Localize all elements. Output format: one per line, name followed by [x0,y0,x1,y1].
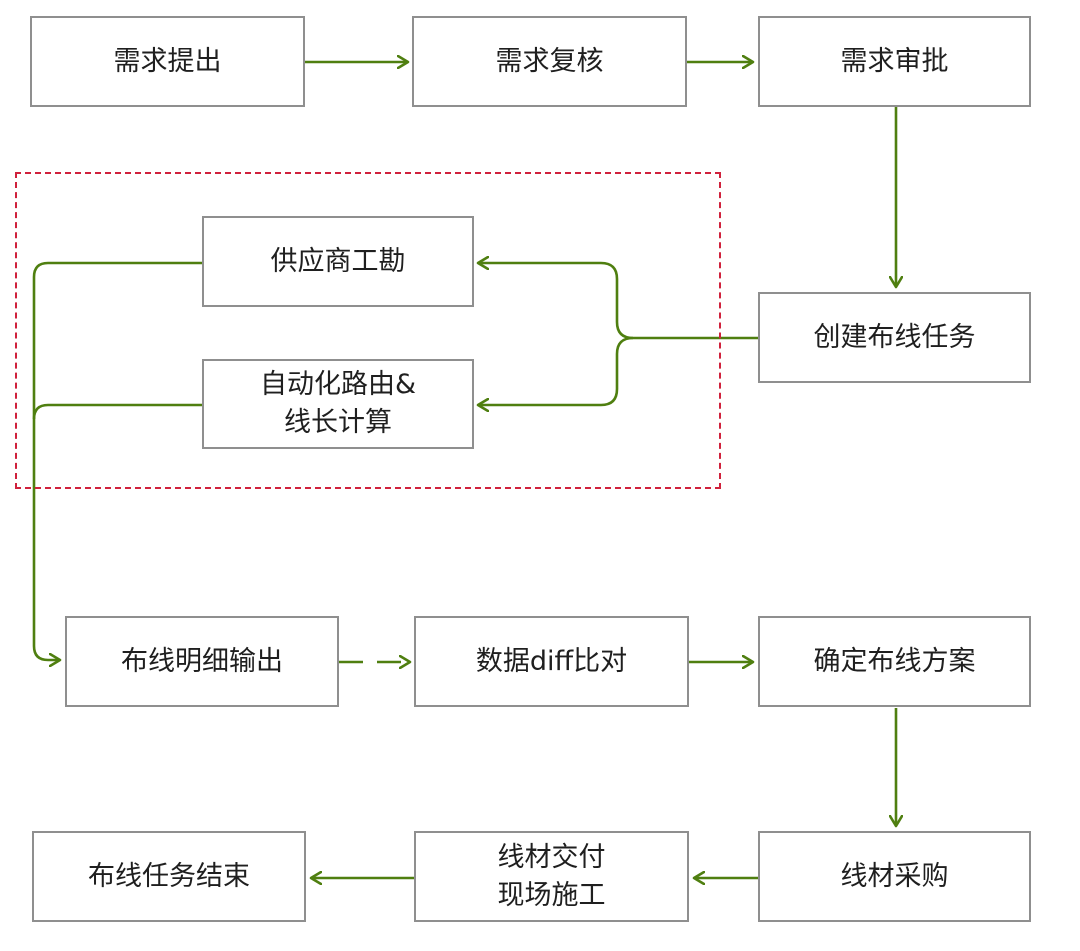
node-wiring-detail-output[interactable]: 布线明细输出 [65,616,339,707]
node-auto-routing[interactable]: 自动化路由& 线长计算 [202,359,474,449]
node-delivery-construction[interactable]: 线材交付 现场施工 [414,831,689,922]
node-data-diff-compare[interactable]: 数据diff比对 [414,616,689,707]
arrow-create-task-to-survey [478,263,758,340]
arrow-survey-to-wiring-output [32,261,202,660]
node-cable-purchase[interactable]: 线材采购 [758,831,1031,922]
node-label: 线材采购 [840,860,949,892]
node-confirm-plan[interactable]: 确定布线方案 [758,616,1031,707]
arrow-create-task-to-routing [478,336,634,405]
highlighted-region [15,172,721,489]
node-label: 需求审批 [840,45,949,77]
connector-routing-to-left-trunk [32,403,202,420]
node-request-submit[interactable]: 需求提出 [30,16,305,107]
node-vendor-survey[interactable]: 供应商工勘 [202,216,474,307]
node-label-line1: 线材交付 [497,841,606,873]
node-label: 创建布线任务 [813,321,976,353]
node-label-line2: 现场施工 [497,879,606,911]
node-task-end[interactable]: 布线任务结束 [32,831,306,922]
node-label: 布线明细输出 [121,645,283,677]
node-label: 确定布线方案 [813,645,976,677]
node-label: 需求提出 [113,45,222,77]
node-label: 数据diff比对 [475,645,628,677]
node-label: 供应商工勘 [270,245,406,277]
node-request-review[interactable]: 需求复核 [412,16,687,107]
node-create-task[interactable]: 创建布线任务 [758,292,1031,383]
node-label: 布线任务结束 [88,860,250,892]
node-label-line2: 线长计算 [284,407,392,438]
node-label-line1: 自动化路由& [259,369,417,400]
node-request-approve[interactable]: 需求审批 [758,16,1031,107]
node-label: 需求复核 [495,45,604,77]
